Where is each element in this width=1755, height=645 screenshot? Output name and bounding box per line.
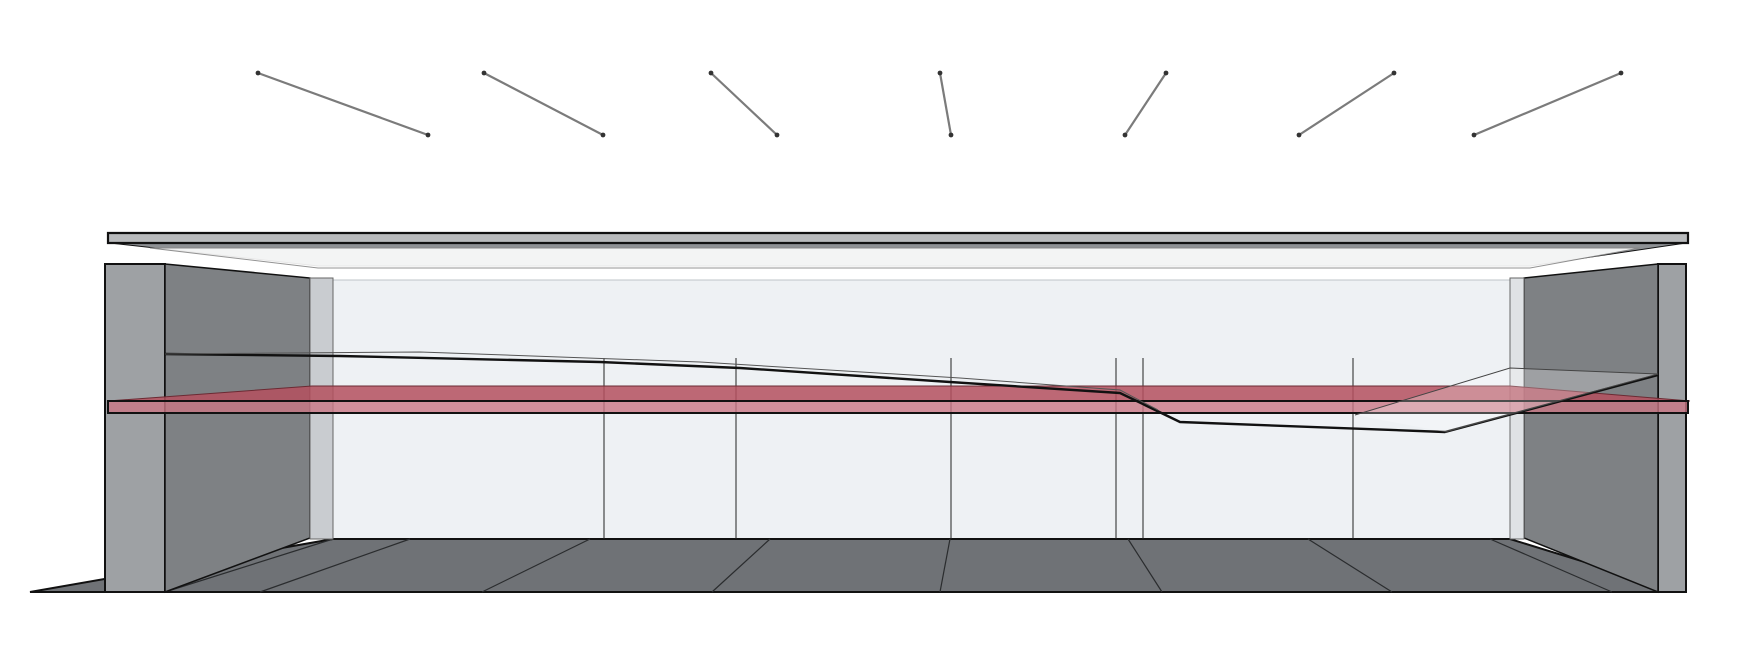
floor-seam-4 [711,538,771,593]
sun-ray-6-end-dot [1296,132,1302,138]
sun-ray-3-start-dot [708,70,714,76]
mezzanine-slab [107,385,1691,414]
floor-seam-5 [939,538,951,593]
sun-ray-5-start-dot [1163,70,1169,76]
sun-ray-4-start-dot [937,70,943,76]
left-wall-inner-face [164,263,311,594]
sun-ray-5-end-dot [1122,132,1128,138]
sun-rays [255,70,1624,138]
sun-ray-7-start-dot [1618,70,1624,76]
roof-top-face [106,231,1690,245]
ceiling-curve-back [1354,367,1659,433]
sun-ray-6-start-dot [1391,70,1397,76]
left-wall [104,263,334,594]
sun-ray-6 [1298,72,1395,136]
roof-lit-strip [149,247,1641,269]
sun-ray-3-end-dot [774,132,780,138]
sun-ray-4-end-dot [948,132,954,138]
curved-ceiling-profile [164,351,1659,434]
sun-ray-1 [257,71,429,137]
sun-ray-4 [938,72,953,136]
left-wall-outer [104,263,166,593]
floor-seam-1 [164,538,334,593]
ceiling-curve-upper [164,351,1159,411]
roof-slab [106,231,1690,269]
right-wall-outer [1657,263,1687,593]
floor-seam-3 [481,538,591,593]
floor-slab [29,538,1683,593]
mezzanine-front-edge [107,400,1689,414]
mezzanine-top-face [107,385,1691,402]
right-wall-inner-face [1523,263,1659,594]
sun-ray-1-end-dot [425,132,431,138]
sun-ray-5 [1124,72,1167,136]
floor-seam-7 [1307,538,1393,593]
floor-seam-2 [259,538,411,593]
sun-ray-2 [483,72,604,136]
sun-ray-2-start-dot [481,70,487,76]
sun-ray-2-end-dot [600,132,606,138]
floor-seams [164,538,1613,593]
ceiling-curve-main [164,352,1659,434]
sun-ray-1-start-dot [255,70,261,76]
sun-ray-7 [1473,71,1622,137]
floor-seam-6 [1127,538,1163,593]
right-wall [1509,263,1687,594]
sun-ray-7-end-dot [1471,132,1477,138]
floor-seam-8 [1489,538,1613,593]
sun-ray-3 [710,72,778,136]
